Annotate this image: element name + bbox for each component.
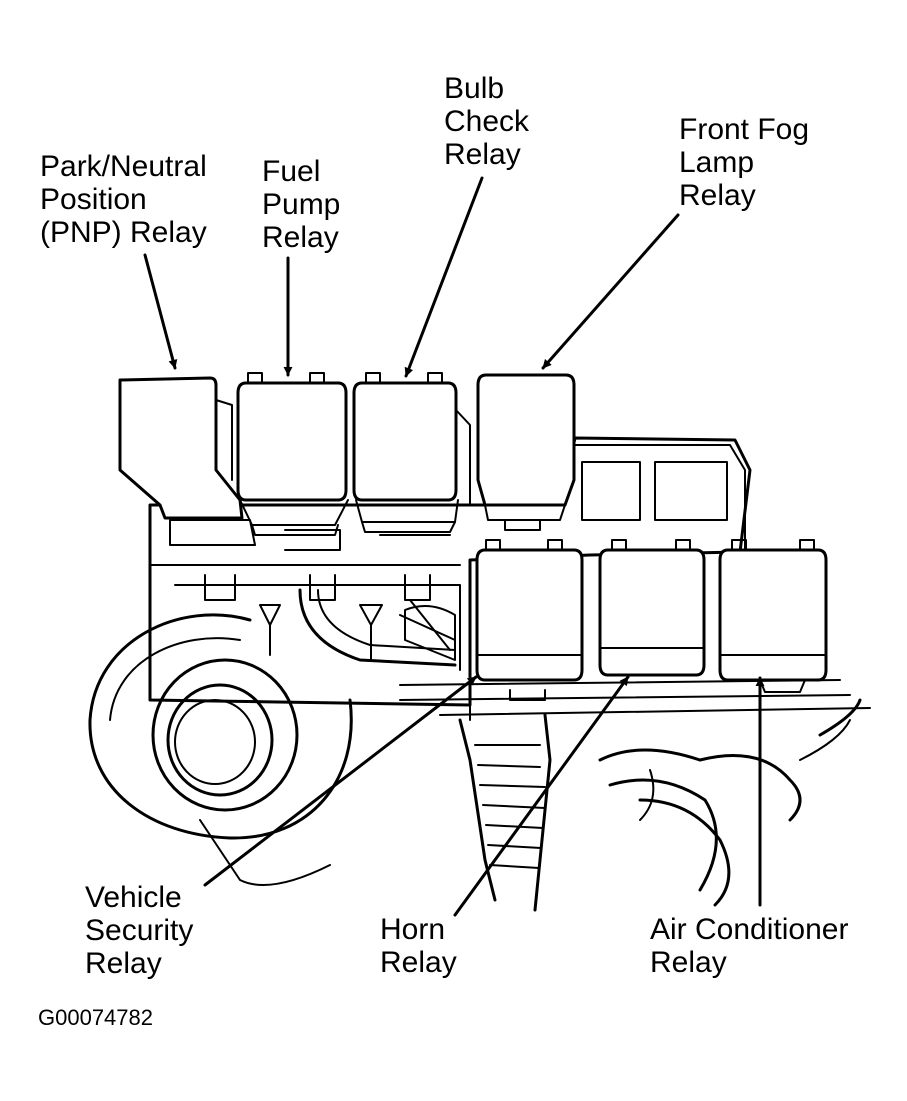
arrow-horn: [453, 675, 630, 917]
relay-front-fog-lamp[interactable]: [476, 373, 576, 531]
relay-pnp[interactable]: [118, 376, 244, 520]
label-horn-relay: Horn Relay: [380, 913, 457, 979]
arrow-pnp: [143, 253, 178, 370]
arrow-vehicle-security: [203, 675, 478, 887]
wire-harness: [458, 698, 862, 912]
relay-fuel-pump[interactable]: [236, 372, 349, 536]
relay-vehicle-security[interactable]: [475, 539, 584, 682]
figure-id: G00074782: [38, 1005, 153, 1030]
label-front-fog-lamp-relay: Front Fog Lamp Relay: [679, 113, 810, 212]
label-fuel-pump-relay: Fuel Pump Relay: [262, 155, 341, 254]
label-pnp-relay: Park/Neutral Position (PNP) Relay: [40, 150, 207, 249]
relay-air-conditioner[interactable]: [718, 539, 828, 693]
arrow-front-fog-lamp: [541, 213, 680, 370]
relay-bulb-check[interactable]: [352, 372, 471, 533]
leader-arrows: [143, 176, 765, 917]
arrow-bulb-check: [404, 176, 484, 378]
label-vehicle-security-relay: Vehicle Security Relay: [85, 881, 194, 980]
label-bulb-check-relay: Bulb Check Relay: [444, 72, 530, 171]
relay-horn[interactable]: [598, 539, 706, 677]
relay-block-housing: [148, 436, 752, 707]
label-air-conditioner-relay: Air Conditioner Relay: [650, 913, 849, 979]
round-grommet: [88, 613, 353, 886]
